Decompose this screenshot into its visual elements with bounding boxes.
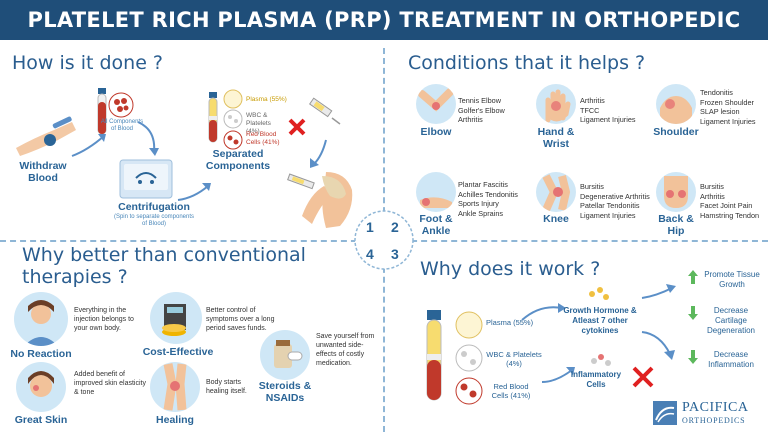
- quadrant-number-circle: [354, 210, 414, 270]
- separated-components-label: Separated Components: [205, 148, 271, 172]
- arrow-icon: [177, 183, 211, 201]
- arrow-icon: [137, 121, 159, 156]
- condition-shoulder-name: Shoulder: [653, 126, 699, 138]
- reject-x-icon: [632, 366, 654, 388]
- q3-heading: Why better than conventional therapies ?: [22, 244, 306, 288]
- blood-tube-icon: [97, 88, 107, 135]
- wbc-label: WBC & Platelets (4%): [246, 112, 271, 135]
- down-arrow-icon: [688, 350, 698, 364]
- centrifugation-label: Centrifugation: [118, 201, 190, 213]
- no-reaction-icon: [14, 292, 68, 346]
- arrow-icon: [541, 367, 575, 383]
- shoulder-injection-icon: [287, 172, 353, 228]
- hand-icon: [536, 84, 576, 124]
- medication-icon: [260, 330, 310, 380]
- syringe-icon: [308, 97, 341, 125]
- up-arrow-icon: [688, 270, 698, 284]
- down-arrow-icon: [688, 306, 698, 320]
- number-1: 1: [366, 219, 374, 235]
- arrow-icon: [310, 139, 327, 168]
- separated-tube-icon: [208, 92, 218, 143]
- number-4: 4: [366, 246, 374, 262]
- blood-cells-icon: [108, 92, 134, 118]
- money-icon: [150, 292, 202, 344]
- no-reaction-desc: Everything in the injection belongs to y…: [74, 307, 134, 332]
- healing-label: Healing: [156, 414, 194, 426]
- logo-line1: PACIFICA: [682, 400, 749, 415]
- decrease-inflammation-label: Decrease Inflammation: [708, 350, 754, 369]
- q1-heading: How is it done ?: [12, 52, 164, 74]
- plasma-label: Plasma (55%): [486, 318, 534, 327]
- reject-x-icon: [288, 118, 306, 136]
- growth-hormone-label: Growth Hormone & Atleast 7 other cytokin…: [563, 306, 637, 335]
- healing-desc: Body starts healing itself.: [206, 379, 247, 395]
- centrifuge-icon: [119, 159, 173, 199]
- arrow-icon: [521, 303, 566, 321]
- condition-hand-wrist-name: Hand & Wrist: [537, 126, 575, 150]
- promote-tissue-label: Promote Tissue Growth: [704, 270, 760, 289]
- inflammatory-cells-label: Inflammatory Cells: [570, 370, 622, 389]
- arrow-icon: [641, 331, 675, 360]
- centrifugation-sub-label: (Spin to separate components of Blood): [113, 214, 195, 227]
- arrow-icon: [641, 284, 676, 299]
- q4-heading: Why does it work ?: [420, 258, 601, 280]
- wbc-label: WBC & Platelets (4%): [486, 350, 542, 368]
- cost-effective-desc: Better control of symptoms over a long p…: [206, 307, 275, 332]
- condition-back-hip-name: Back & Hip: [658, 213, 694, 237]
- back-hip-icon: [656, 172, 696, 212]
- cells-icon: [591, 354, 611, 366]
- arrow-icon: [71, 134, 106, 157]
- healing-icon: [150, 362, 200, 412]
- great-skin-desc: Added benefit of improved skin elasticit…: [74, 371, 146, 396]
- number-2: 2: [391, 219, 399, 235]
- shoulder-icon: [656, 84, 696, 124]
- number-3: 3: [391, 246, 399, 262]
- pacifica-logo: PACIFICA ORTHOPEDICS: [652, 398, 766, 430]
- q2-heading: Conditions that it helps ?: [408, 52, 646, 74]
- rbc-label: Red Blood Cells (41%): [491, 382, 531, 400]
- platelets-icon: [589, 287, 609, 300]
- rbc-label: Red Blood Cells (41%): [246, 131, 280, 146]
- steroids-nsaids-label: Steroids & NSAIDs: [258, 380, 312, 404]
- withdraw-blood-label: Withdraw Blood: [19, 160, 67, 184]
- components-icon: [223, 89, 243, 150]
- no-reaction-label: No Reaction: [10, 348, 72, 360]
- condition-knee-name: Knee: [543, 213, 569, 225]
- plasma-label: Plasma (55%): [246, 96, 287, 103]
- condition-elbow-name: Elbow: [420, 126, 452, 138]
- foot-icon: [416, 172, 456, 212]
- great-skin-label: Great Skin: [14, 414, 68, 426]
- page-title: PLATELET RICH PLASMA (PRP) TREATMENT IN …: [0, 0, 768, 72]
- condition-foot-ankle-name: Foot & Ankle: [419, 213, 453, 237]
- steroids-nsaids-desc: Save yourself from unwanted side-effects…: [316, 333, 375, 367]
- elbow-icon: [416, 84, 456, 124]
- logo-line2: ORTHOPEDICS: [682, 416, 746, 425]
- cost-effective-label: Cost-Effective: [142, 346, 214, 358]
- separated-tube-icon: [426, 310, 442, 401]
- decrease-cartilage-label: Decrease Cartilage Degeneration: [706, 306, 756, 335]
- arm-blood-draw-icon: [16, 116, 76, 156]
- knee-icon: [536, 172, 576, 212]
- skin-icon: [16, 362, 66, 412]
- all-components-label: All Components of Blood: [100, 119, 144, 132]
- components-icon: [455, 311, 483, 405]
